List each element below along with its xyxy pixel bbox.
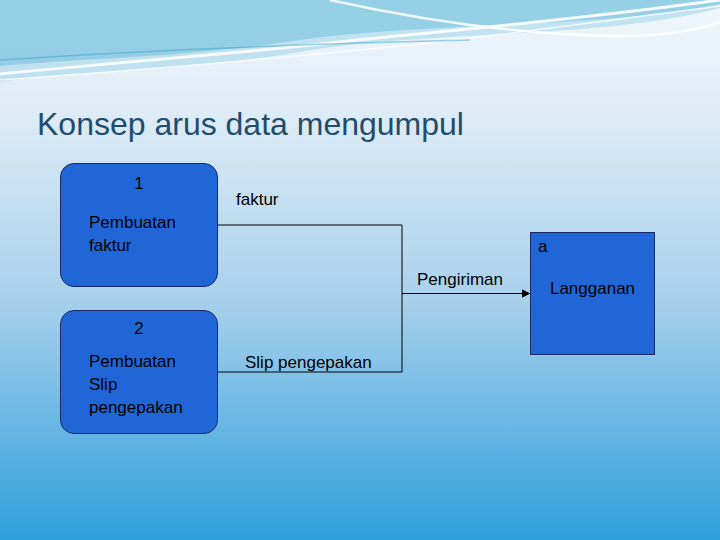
process-name: Pembuatan Slip pengepakan: [61, 340, 173, 427]
entity-id: a: [531, 233, 654, 258]
slide-title: Konsep arus data mengumpul: [37, 104, 464, 144]
data-flow: [218, 290, 530, 373]
flow-label: Pengiriman: [417, 270, 503, 290]
entity-box: aLangganan: [530, 232, 655, 355]
flow-label: Slip pengepakan: [245, 353, 372, 373]
process-number: 1: [61, 164, 217, 195]
process-box: 2Pembuatan Slip pengepakan: [60, 310, 218, 434]
flow-label: faktur: [236, 190, 279, 210]
arrow-head: [522, 290, 530, 298]
process-number: 2: [61, 311, 217, 340]
flow-line: [218, 294, 529, 373]
flow-line: [218, 225, 529, 294]
process-name: Pembuatan faktur: [61, 195, 173, 265]
data-flow: [218, 225, 530, 298]
process-box: 1Pembuatan faktur: [60, 163, 218, 287]
entity-name: Langganan: [531, 258, 654, 308]
arrow-head: [522, 290, 530, 298]
